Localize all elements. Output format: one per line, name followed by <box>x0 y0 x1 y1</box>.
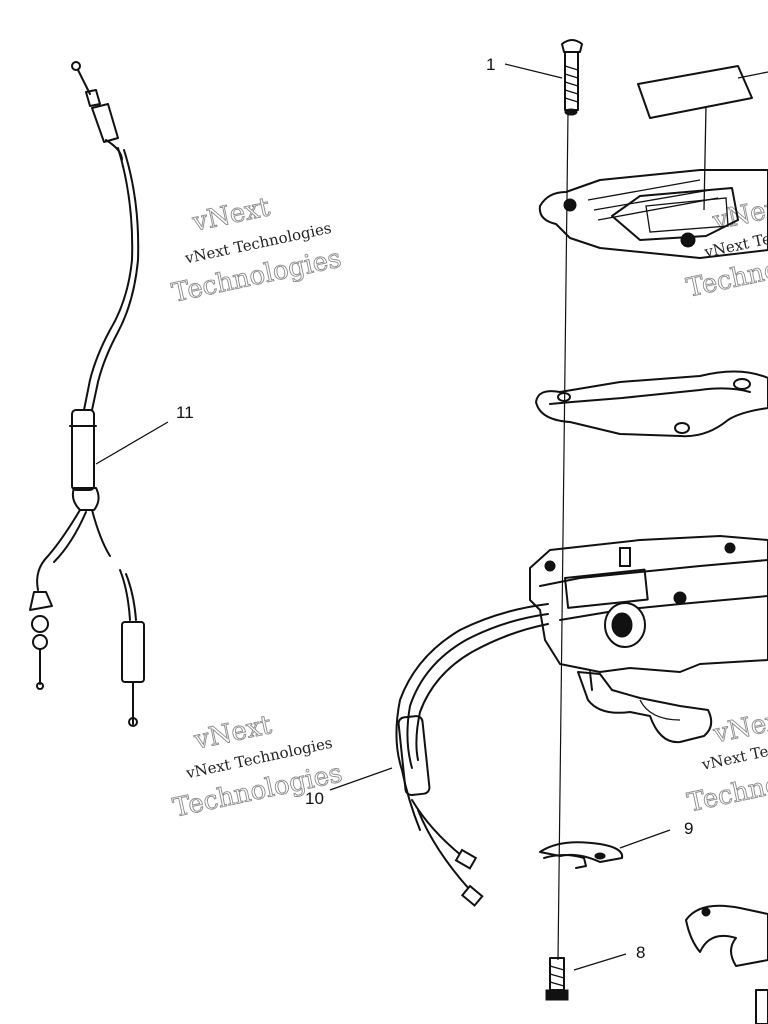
callout-10: 10 <box>305 789 324 808</box>
leader-line-9 <box>619 829 671 849</box>
watermark-left-top: vNext vNext Technologies Technologies <box>169 192 344 309</box>
part-10-wire-harness <box>395 603 549 907</box>
watermark-vnext: vNext <box>189 192 273 238</box>
part-throttle-housing <box>529 535 768 744</box>
leader-line-11 <box>95 421 169 465</box>
part-1-screw <box>561 39 583 116</box>
part-8-bolt <box>545 957 569 1001</box>
part-9-clip <box>539 841 624 869</box>
leader-line-8 <box>573 953 627 971</box>
callout-9: 9 <box>684 819 693 838</box>
leader-line-10 <box>329 767 393 791</box>
callout-11: 11 <box>176 403 194 422</box>
assembly-axis-line <box>557 111 569 961</box>
callout-8: 8 <box>636 943 645 962</box>
part-gasket <box>535 370 768 438</box>
part-cover-plate <box>538 169 768 259</box>
callout-1: 1 <box>486 55 495 74</box>
part-11-throttle-cable <box>29 61 145 727</box>
watermark-right-bottom: vNext vNext Technologies Technologies <box>684 703 768 819</box>
part-clamp <box>685 904 768 1024</box>
leader-line-1 <box>504 63 563 79</box>
part-decal <box>637 65 768 211</box>
